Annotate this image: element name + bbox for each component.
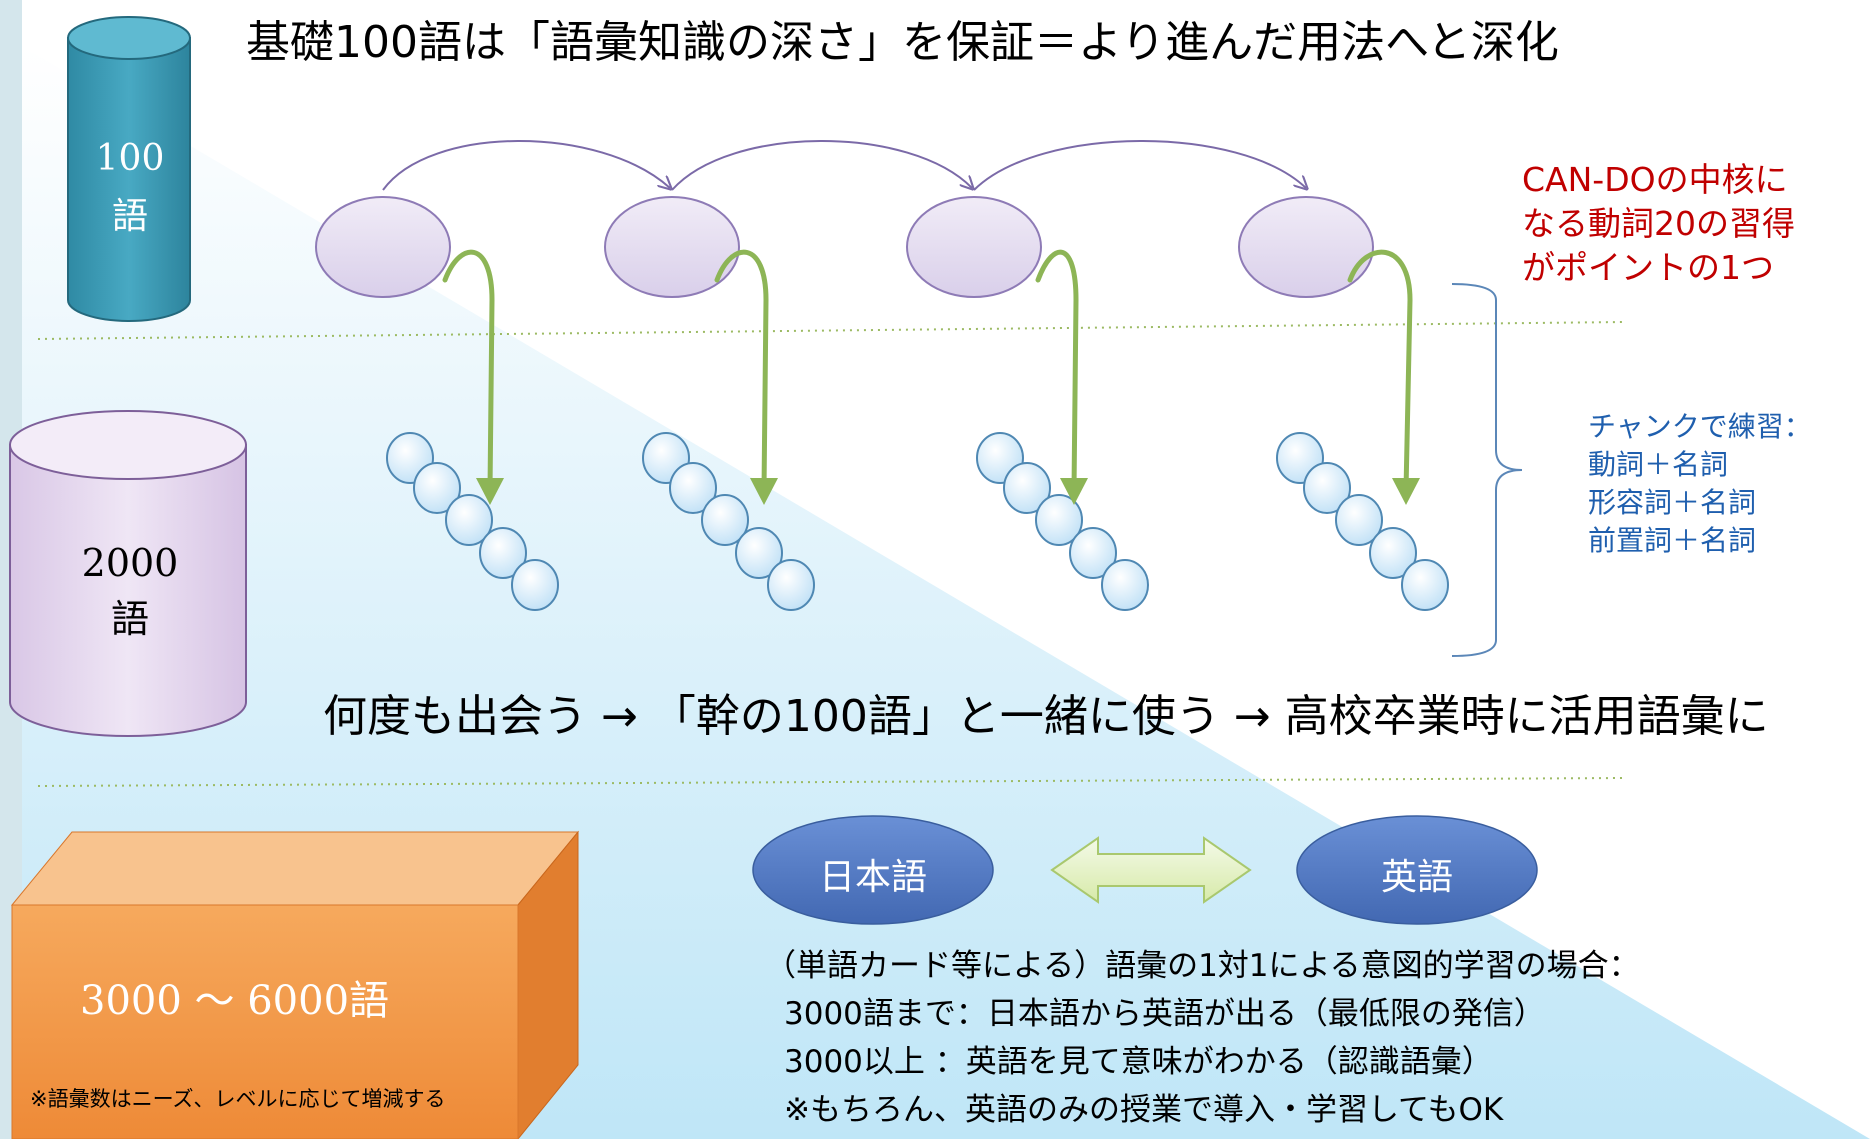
box-label: 3000 ～ 6000語 bbox=[80, 978, 390, 1024]
intentional-learning-lead: （単語カード等による）語彙の1対1による意図的学習の場合： bbox=[765, 948, 1640, 984]
diagram-title: 基礎100語は「語彙知識の深さ」を保証＝より進んだ用法へと深化 bbox=[246, 17, 1559, 68]
flow-text: 何度も出会う → 「幹の100語」と一緒に使う → 高校卒業時に活用語彙に bbox=[323, 691, 1769, 742]
cylinder-100-unit: 語 bbox=[111, 196, 148, 237]
english-label: 英語 bbox=[1380, 857, 1453, 898]
chunk-bracket bbox=[1451, 283, 1523, 657]
cylinder-2000-label: 2000 語 bbox=[55, 535, 205, 647]
core-word-oval-3 bbox=[906, 196, 1042, 298]
chunk-note-line: 前置詞＋名詞 bbox=[1588, 524, 1757, 557]
chunk-chain-1 bbox=[386, 432, 559, 611]
intentional-learning-line: ※もちろん、英語のみの授業で導入・学習してもOK bbox=[784, 1092, 1504, 1128]
core-word-oval-4 bbox=[1238, 196, 1374, 298]
cando-note: CAN-DOの中核に なる動詞20の習得 がポイントの1つ bbox=[1522, 158, 1867, 290]
cylinder-100-label: 100 語 bbox=[60, 130, 200, 246]
intentional-learning-line: 3000以上 ：英語を見て意味がわかる（認識語彙） bbox=[784, 1044, 1493, 1080]
link-arc-3 bbox=[973, 140, 1306, 190]
link-arc-1 bbox=[382, 140, 670, 190]
cylinder-100-words bbox=[67, 16, 191, 322]
green-arrow-3 bbox=[1035, 249, 1079, 493]
chunk-chain-2 bbox=[642, 432, 815, 611]
chunk-note-line: 動詞＋名詞 bbox=[1588, 448, 1729, 481]
cylinder-100-number: 100 bbox=[95, 138, 165, 179]
core-word-oval-2 bbox=[604, 196, 740, 298]
bidirectional-arrow bbox=[1050, 836, 1252, 904]
cylinder-2000-words bbox=[9, 410, 247, 737]
english-ellipse bbox=[1296, 815, 1538, 925]
cando-note-line: なる動詞20の習得 bbox=[1522, 204, 1795, 243]
green-arrow-4 bbox=[1347, 249, 1413, 493]
green-arrowhead-4 bbox=[1392, 478, 1420, 505]
cylinder-2000-unit: 語 bbox=[110, 597, 149, 641]
chunk-chain-3 bbox=[976, 432, 1149, 611]
box-note: ※語彙数はニーズ、レベルに応じて増減する bbox=[30, 1087, 446, 1111]
green-arrow-2 bbox=[714, 249, 769, 493]
green-arrowhead-1 bbox=[476, 478, 504, 505]
cylinder-2000-number: 2000 bbox=[81, 541, 179, 585]
japanese-label: 日本語 bbox=[818, 857, 927, 898]
link-arc-2 bbox=[671, 140, 972, 190]
cando-note-line: CAN-DOの中核に bbox=[1522, 160, 1788, 199]
core-word-oval-1 bbox=[315, 196, 451, 298]
vocabulary-box-3000-6000 bbox=[10, 830, 580, 1139]
green-arrow-1 bbox=[442, 249, 495, 493]
green-arrowhead-3 bbox=[1060, 478, 1088, 505]
japanese-ellipse bbox=[752, 815, 994, 925]
chunk-chain-4 bbox=[1276, 432, 1449, 611]
green-arrowhead-2 bbox=[750, 478, 778, 505]
chunk-note-line: 形容詞＋名詞 bbox=[1588, 486, 1757, 519]
chunk-note-line: チャンクで練習： bbox=[1588, 410, 1812, 443]
chunk-note: チャンクで練習： 動詞＋名詞 形容詞＋名詞 前置詞＋名詞 bbox=[1588, 408, 1868, 560]
cando-note-line: がポイントの1つ bbox=[1522, 248, 1774, 287]
intentional-learning-line: 3000語まで：日本語から英語が出る（最低限の発信） bbox=[784, 996, 1545, 1032]
